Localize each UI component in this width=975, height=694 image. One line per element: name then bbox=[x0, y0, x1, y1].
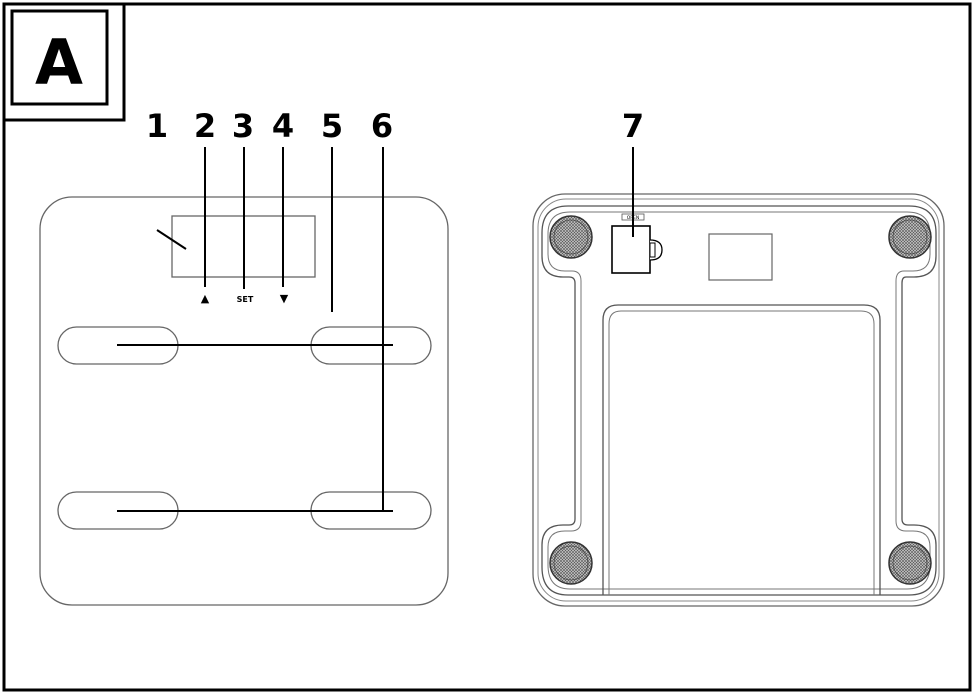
callout-7: 7 bbox=[622, 107, 644, 145]
callout-2: 2 bbox=[194, 107, 216, 145]
up-button-icon: ▲ bbox=[201, 292, 210, 305]
callout-numbers: 1 2 3 4 5 6 7 bbox=[146, 107, 644, 145]
callout-6: 6 bbox=[371, 107, 393, 145]
callout-4: 4 bbox=[272, 107, 294, 145]
panel-label-box: A bbox=[2, 2, 126, 122]
central-recess-inner bbox=[608, 310, 875, 595]
scale-back-frame-inner bbox=[547, 211, 931, 590]
scale-back-outer bbox=[532, 193, 945, 607]
foot-top-left bbox=[549, 215, 593, 259]
callout-5: 5 bbox=[321, 107, 343, 145]
callout-3: 3 bbox=[232, 107, 254, 145]
scale-front-view: ▲ SET ▼ bbox=[39, 147, 449, 606]
set-button-label: SET bbox=[237, 295, 254, 304]
scale-back-outer-inner bbox=[537, 198, 940, 602]
down-button-icon: ▼ bbox=[280, 292, 289, 305]
foot-bottom-left bbox=[549, 541, 593, 585]
foot-bottom-right bbox=[888, 541, 932, 585]
scale-back-frame bbox=[541, 205, 937, 596]
leader-1 bbox=[156, 229, 187, 250]
central-recess bbox=[602, 304, 881, 595]
scale-back-view: OPEN bbox=[532, 147, 945, 607]
leader-lines-front bbox=[117, 147, 393, 512]
foot-top-right bbox=[888, 215, 932, 259]
label-plate bbox=[708, 233, 773, 281]
callout-1: 1 bbox=[146, 107, 168, 145]
panel-label: A bbox=[35, 26, 83, 99]
